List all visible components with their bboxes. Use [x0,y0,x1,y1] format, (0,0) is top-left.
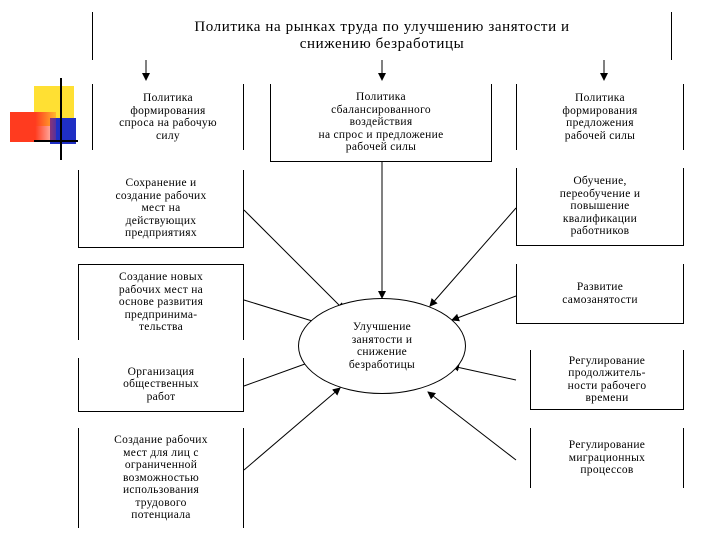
box-left-2-text: Создание новых рабочих мест на основе ра… [118,271,204,334]
center-goal-text: Улучшение занятости и снижение безработи… [348,321,416,371]
box-left-3-text: Организация общественных работ [123,365,199,403]
arrow-left-2 [243,299,323,326]
box-left-1: Сохранение и создание рабочих мест на де… [78,170,244,248]
arrow-left-1 [243,209,345,311]
box-left-3: Организация общественных работ [78,358,244,412]
deco-vertical-line [60,78,62,160]
box-right-4-text: Регулирование миграционных процессов [568,439,646,477]
box-right-2-text: Развитие самозанятости [562,281,638,306]
diagram-title-text: Политика на рынках труда по улучшению за… [194,19,570,52]
arrow-right-3 [451,363,517,381]
arrow-right-2 [451,295,517,322]
center-goal-ellipse: Улучшение занятости и снижение безработи… [298,298,466,394]
box-balanced-policy-text: Политика сбалансированного воздействия н… [318,91,444,154]
deco-horizontal-line [34,140,78,142]
diagram-title: Политика на рынках труда по улучшению за… [92,12,672,60]
arrow-right-1 [429,207,517,307]
box-demand-policy-text: Политика формирования спроса на рабочую … [119,92,217,142]
box-right-3-text: Регулирование продолжитель- ности рабоче… [567,354,647,405]
box-left-1-text: Сохранение и создание рабочих мест на де… [115,177,207,240]
arrow-left-4 [243,387,341,471]
box-right-1-text: Обучение, переобучение и повышение квали… [559,175,641,238]
box-left-4-text: Создание рабочих мест для лиц с ограниче… [114,434,208,522]
box-right-2: Развитие самозанятости [516,264,684,324]
box-supply-policy: Политика формирования предложения рабоче… [516,84,684,150]
box-balanced-policy: Политика сбалансированного воздействия н… [270,84,492,162]
arrow-right-4 [427,391,517,461]
box-right-3: Регулирование продолжитель- ности рабоче… [530,350,684,410]
box-left-4: Создание рабочих мест для лиц с ограниче… [78,428,244,528]
box-demand-policy: Политика формирования спроса на рабочую … [92,84,244,150]
deco-red-square [10,112,56,142]
box-right-4: Регулирование миграционных процессов [530,428,684,488]
box-supply-policy-text: Политика формирования предложения рабоче… [562,92,638,142]
box-right-1: Обучение, переобучение и повышение квали… [516,168,684,246]
box-left-2: Создание новых рабочих мест на основе ра… [78,264,244,340]
